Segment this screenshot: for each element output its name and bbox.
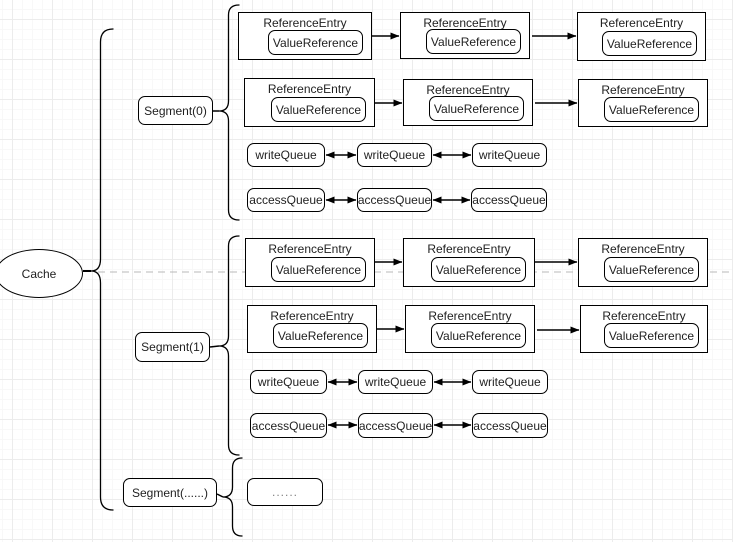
reference-entry-label: ReferenceEntry [267, 82, 352, 96]
reference-entry-label: ReferenceEntry [270, 309, 354, 323]
reference-entry-node[interactable]: ReferenceEntry ValueReference [405, 305, 535, 353]
access-queue-node[interactable]: accessQueue [250, 413, 327, 438]
reference-entry-label: ReferenceEntry [599, 16, 684, 30]
reference-entry-label: ReferenceEntry [601, 242, 685, 256]
cache-label: Cache [21, 266, 57, 281]
cache-brace[interactable] [90, 28, 114, 511]
value-reference-node[interactable]: ValueReference [273, 323, 368, 348]
segment-n-node[interactable]: Segment(......) [123, 478, 217, 507]
value-reference-node[interactable]: ValueReference [431, 257, 526, 282]
segment-1-brace[interactable] [218, 235, 240, 456]
write-queue-node[interactable]: writeQueue [358, 370, 433, 394]
reference-entry-node[interactable]: ReferenceEntry ValueReference [400, 12, 530, 59]
segment-n-brace[interactable] [222, 457, 243, 537]
value-reference-node[interactable]: ValueReference [271, 257, 366, 282]
value-reference-node[interactable]: ValueReference [604, 257, 699, 282]
segment-1-brace-connector[interactable] [209, 345, 220, 348]
reference-entry-label: ReferenceEntry [602, 309, 686, 323]
ellipsis-node[interactable]: ...... [247, 478, 323, 506]
value-reference-node[interactable]: ValueReference [426, 29, 521, 54]
reference-entry-node[interactable]: ReferenceEntry ValueReference [578, 79, 708, 127]
reference-entry-node[interactable]: ReferenceEntry ValueReference [245, 238, 375, 287]
value-reference-node[interactable]: ValueReference [268, 30, 363, 55]
write-queue-node[interactable]: writeQueue [247, 143, 325, 167]
reference-entry-label: ReferenceEntry [601, 83, 685, 97]
segment-0-node[interactable]: Segment(0) [138, 96, 213, 125]
segment-1-node[interactable]: Segment(1) [135, 332, 210, 362]
access-queue-node[interactable]: accessQueue [358, 413, 433, 438]
reference-entry-label: ReferenceEntry [423, 16, 507, 30]
access-queue-node[interactable]: accessQueue [247, 188, 325, 212]
reference-entry-node[interactable]: ReferenceEntry ValueReference [244, 78, 375, 127]
reference-entry-label: ReferenceEntry [426, 83, 510, 97]
reference-entry-label: ReferenceEntry [263, 16, 347, 30]
reference-entry-label: ReferenceEntry [428, 309, 512, 323]
reference-entry-node[interactable]: ReferenceEntry ValueReference [247, 305, 377, 353]
reference-entry-node[interactable]: ReferenceEntry ValueReference [403, 79, 533, 126]
access-queue-node[interactable]: accessQueue [472, 413, 548, 438]
value-reference-node[interactable]: ValueReference [271, 97, 366, 122]
cache-node[interactable]: Cache [0, 249, 83, 298]
access-queue-node[interactable]: accessQueue [471, 188, 547, 212]
value-reference-node[interactable]: ValueReference [604, 97, 699, 122]
value-reference-node[interactable]: ValueReference [429, 96, 524, 121]
write-queue-node[interactable]: writeQueue [472, 370, 548, 394]
value-reference-node[interactable]: ValueReference [604, 323, 699, 348]
write-queue-node[interactable]: writeQueue [357, 143, 432, 167]
reference-entry-label: ReferenceEntry [427, 242, 511, 256]
access-queue-node[interactable]: accessQueue [357, 188, 432, 212]
reference-entry-node[interactable]: ReferenceEntry ValueReference [577, 12, 706, 61]
reference-entry-node[interactable]: ReferenceEntry ValueReference [403, 238, 535, 287]
segment-0-brace[interactable] [218, 4, 240, 221]
value-reference-node[interactable]: ValueReference [431, 323, 526, 348]
reference-entry-label: ReferenceEntry [268, 242, 352, 256]
segment-n-brace-connector[interactable] [216, 493, 224, 498]
reference-entry-node[interactable]: ReferenceEntry ValueReference [580, 305, 708, 353]
write-queue-node[interactable]: writeQueue [250, 370, 327, 394]
reference-entry-node[interactable]: ReferenceEntry ValueReference [238, 12, 372, 60]
value-reference-node[interactable]: ValueReference [602, 31, 697, 56]
write-queue-node[interactable]: writeQueue [472, 143, 547, 167]
reference-entry-node[interactable]: ReferenceEntry ValueReference [578, 238, 708, 287]
